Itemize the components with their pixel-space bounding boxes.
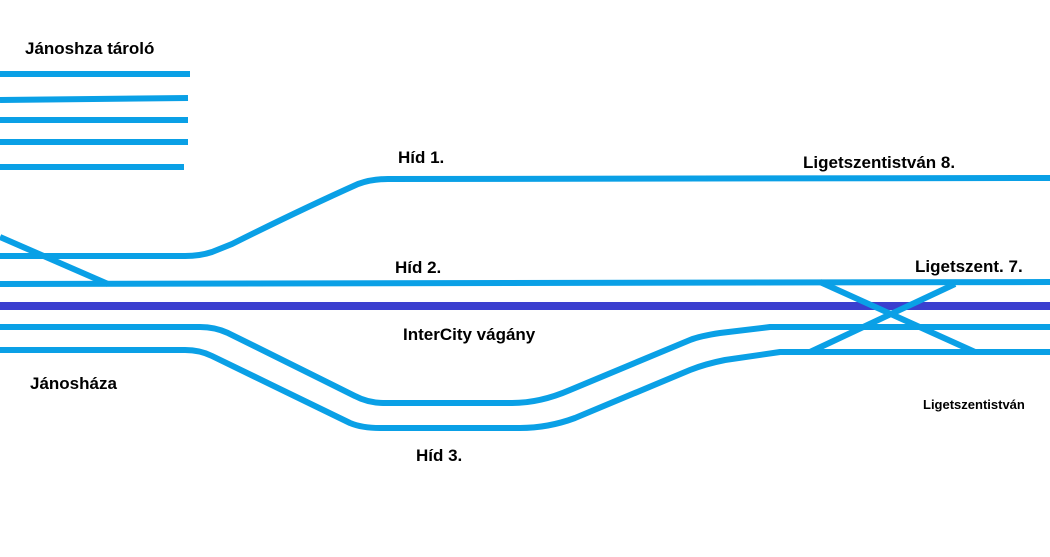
- label-janoshaza: Jánosháza: [30, 374, 117, 393]
- track-crossover-east-2: [808, 281, 957, 355]
- label-bridge-3: Híd 3.: [416, 446, 462, 465]
- label-bridge-2: Híd 2.: [395, 258, 441, 277]
- label-bridge-1: Híd 1.: [398, 148, 444, 167]
- label-janoshaza-storage: Jánoshza tároló: [25, 39, 154, 58]
- label-ligetszent-7: Ligetszent. 7.: [915, 257, 1023, 276]
- track-crossover-west: [0, 234, 110, 287]
- track-bridge-2: [0, 279, 1050, 287]
- track-bridge-3-upper: [0, 324, 1050, 406]
- storage-sidings: [0, 71, 190, 170]
- label-ligetszentistvan: Ligetszentistván: [923, 397, 1025, 412]
- label-ligetszentistvan-8: Ligetszentistván 8.: [803, 153, 955, 172]
- label-intercity-track: InterCity vágány: [403, 325, 536, 344]
- track-crossover-east-1: [818, 279, 977, 355]
- track-bridge-1: [0, 175, 1050, 259]
- track-bridge-3-lower: [0, 347, 1050, 431]
- storage-siding-2: [0, 95, 189, 103]
